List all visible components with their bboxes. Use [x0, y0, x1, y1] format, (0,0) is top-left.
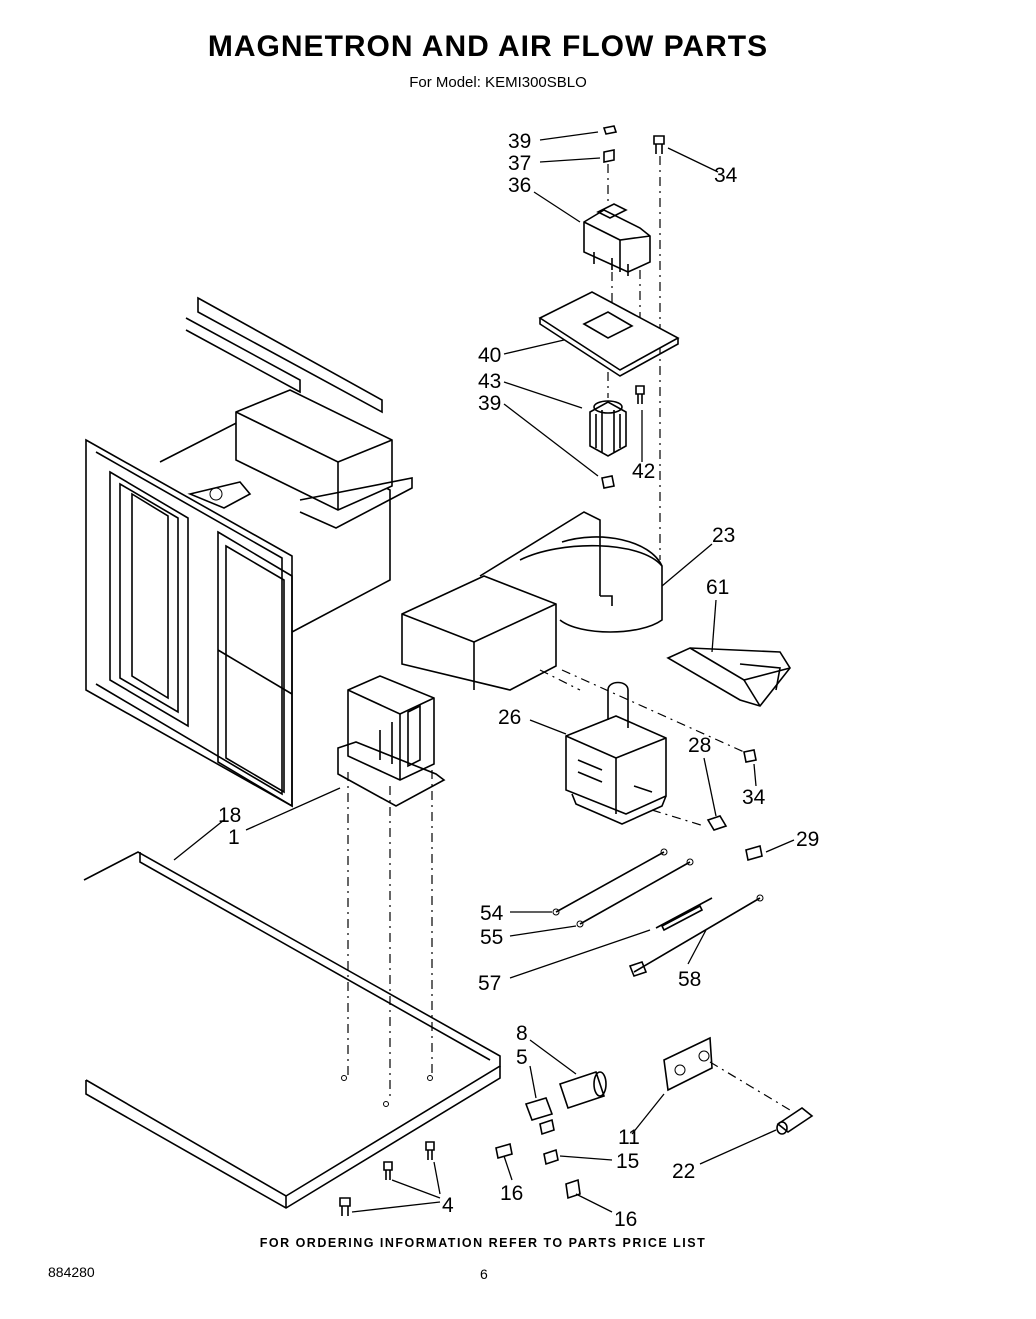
callout-34-lower: 34 — [742, 786, 766, 809]
fuse-holder-part-11 — [663, 1036, 791, 1111]
callout-42: 42 — [632, 460, 655, 483]
base-plate — [83, 851, 501, 1209]
callout-29: 29 — [796, 828, 819, 851]
callout-39-top: 39 — [508, 130, 531, 153]
air-duct-part-23 — [401, 511, 663, 691]
callout-28: 28 — [688, 734, 711, 757]
bracket-part-61 — [666, 647, 791, 707]
callout-43: 43 — [478, 370, 501, 393]
page-number: 6 — [480, 1266, 488, 1282]
mounting-plate-part-40 — [538, 291, 680, 377]
callout-1: 1 — [228, 826, 240, 849]
small-hardware-28-29-34 — [651, 749, 763, 862]
ordering-info-footer: FOR ORDERING INFORMATION REFER TO PARTS … — [259, 1236, 707, 1250]
wire-leads-54-55-57-58 — [552, 848, 764, 977]
callout-39-lower: 39 — [478, 392, 501, 415]
callout-58: 58 — [678, 968, 701, 991]
callout-22: 22 — [672, 1160, 695, 1183]
callout-11: 11 — [618, 1126, 640, 1149]
fuse-part-22 — [776, 1107, 814, 1135]
callout-37: 37 — [508, 152, 531, 175]
callout-15: 15 — [616, 1150, 639, 1173]
callout-34-top: 34 — [714, 164, 738, 187]
document-number: 884280 — [48, 1264, 95, 1280]
capacitor-part-8 — [495, 1070, 607, 1200]
callout-57: 57 — [478, 972, 501, 995]
callout-4: 4 — [442, 1194, 454, 1217]
cabinet-assembly — [85, 296, 413, 808]
fan-blade-part-43 — [589, 372, 645, 489]
callout-labels: 39 37 36 34 40 43 39 42 23 61 26 28 34 2… — [218, 130, 819, 1231]
screw-part-34-top — [653, 135, 665, 560]
callout-8: 8 — [516, 1022, 528, 1045]
screws-part-4 — [339, 1141, 435, 1216]
callout-26: 26 — [498, 706, 521, 729]
page-title: MAGNETRON AND AIR FLOW PARTS — [207, 30, 769, 63]
callout-55: 55 — [480, 926, 503, 949]
callout-16-left: 16 — [500, 1182, 523, 1205]
transformer-part-1 — [337, 675, 446, 1100]
callout-23: 23 — [712, 524, 735, 547]
model-subtitle: For Model: KEMI300SBLO — [409, 74, 587, 91]
callout-40: 40 — [478, 344, 501, 367]
callout-36: 36 — [508, 174, 531, 197]
callout-5: 5 — [516, 1046, 528, 1069]
leader-lines — [173, 131, 795, 1213]
stirrer-motor-part-36 — [583, 125, 651, 320]
callout-54: 54 — [480, 902, 504, 925]
magnetron-part-26 — [561, 669, 745, 825]
callout-16-right: 16 — [614, 1208, 637, 1231]
callout-18: 18 — [218, 804, 241, 827]
callout-61: 61 — [706, 576, 729, 599]
